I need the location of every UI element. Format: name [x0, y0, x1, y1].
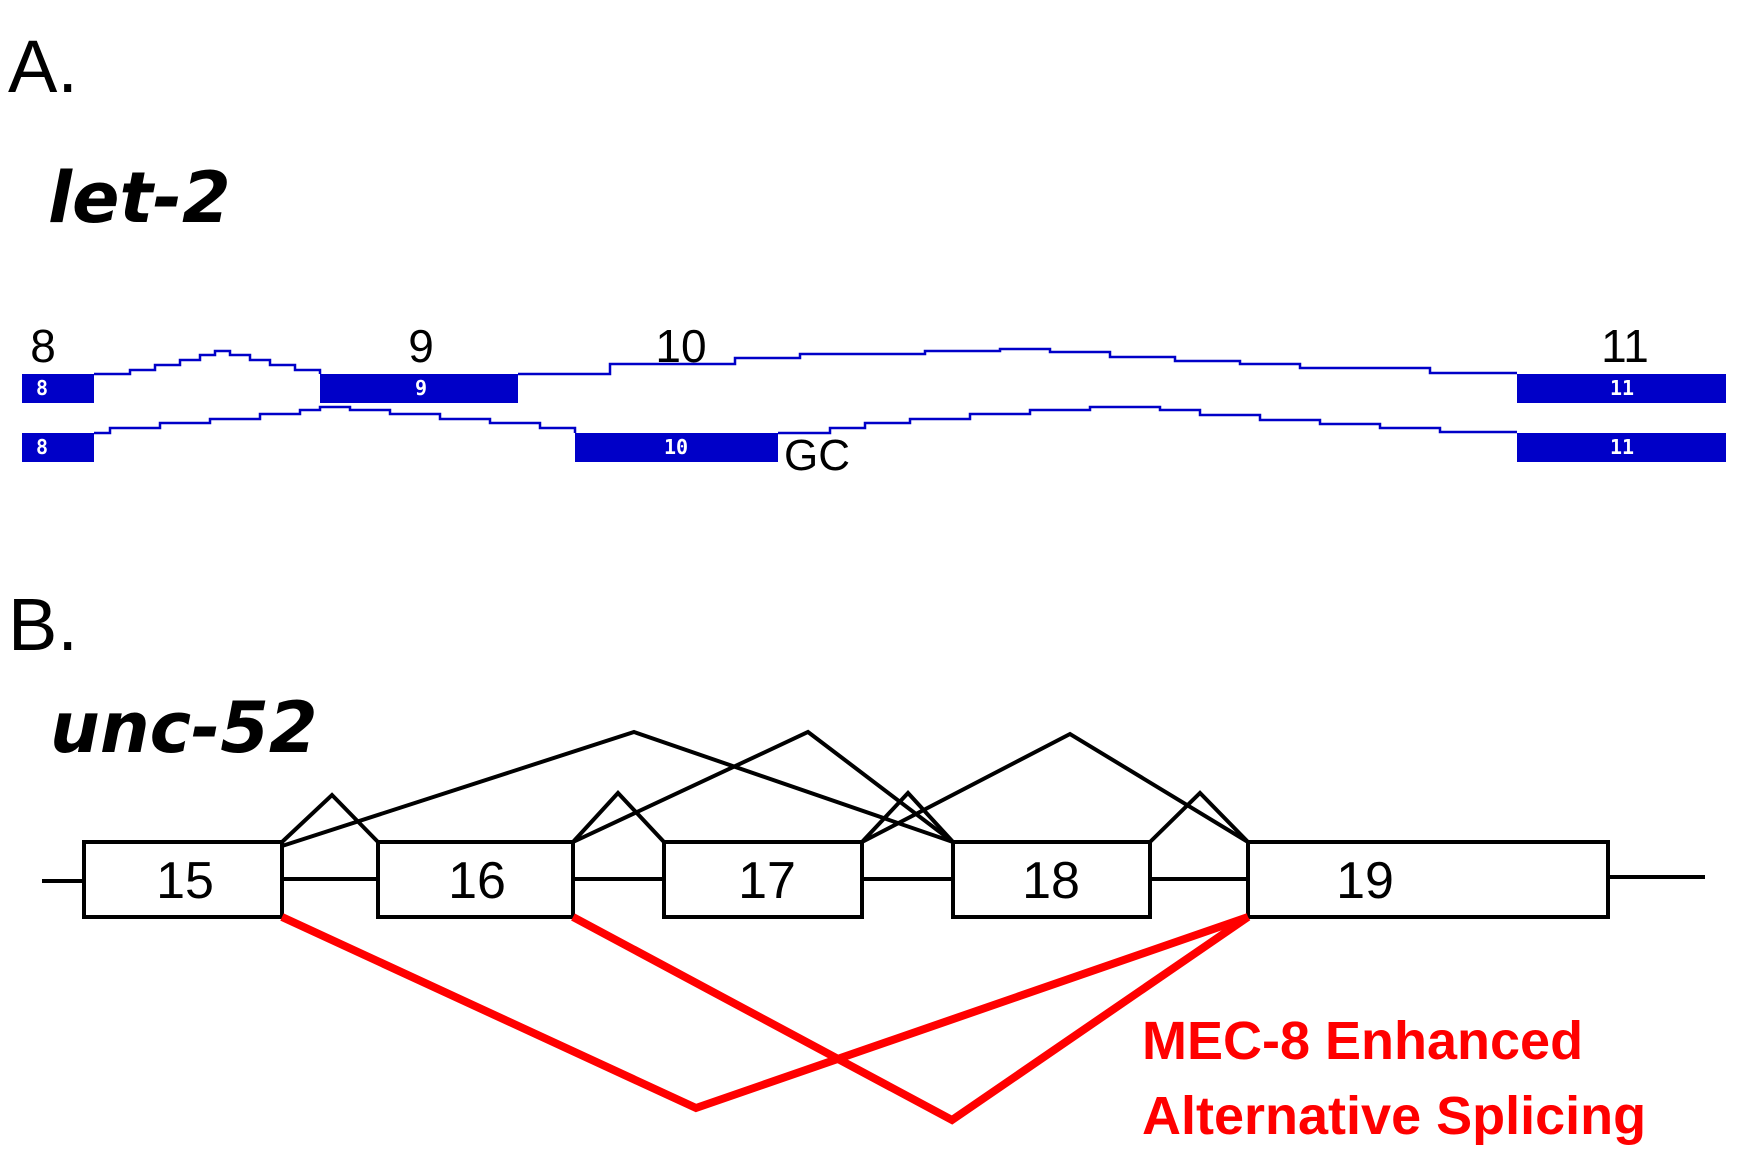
- annotation-line-2: Alternative Splicing: [1142, 1086, 1646, 1146]
- panel-b-label: B.: [8, 583, 78, 666]
- exon-15-label: 15: [156, 852, 214, 910]
- exon-9-iso1-label: 9: [415, 376, 427, 400]
- exon-box-18: 18: [951, 840, 1152, 919]
- isoform-2-track: 8 10 11 GC: [22, 405, 1726, 480]
- intron-8-10: [94, 405, 577, 435]
- exon-label-11: 11: [1601, 320, 1649, 372]
- intron-8-9: [94, 349, 322, 376]
- exon-box-15: 15: [82, 840, 284, 919]
- exon-8-iso1-label: 8: [36, 376, 48, 400]
- exon-9-iso1: [320, 374, 518, 403]
- exon-8-iso1: [22, 374, 94, 403]
- exon-11-iso2: [1517, 433, 1726, 462]
- intron-10-11: [778, 405, 1517, 435]
- exon-box-19: 19: [1246, 840, 1610, 919]
- exon-18-label: 18: [1022, 852, 1080, 910]
- exon-8-iso2-label: 8: [36, 435, 48, 459]
- panel-a-label: A.: [8, 25, 78, 108]
- panel-b: B. unc-52 15 16: [8, 583, 1705, 1146]
- exon-17-label: 17: [738, 852, 796, 910]
- isoform-1-track: 8 9 11: [22, 347, 1726, 403]
- panel-a: A. let-2 8 9 10 11 8 9 11 8 10 11 G: [8, 25, 1726, 480]
- exon-label-8: 8: [30, 320, 56, 372]
- exon-10-iso2: [575, 433, 778, 462]
- exon-11-iso2-label: 11: [1610, 435, 1634, 459]
- exon-10-iso2-label: 10: [664, 435, 688, 459]
- exon-19-label: 19: [1336, 852, 1394, 910]
- backbone-line: [42, 875, 1705, 883]
- gene-name-let-2: let-2: [48, 157, 231, 239]
- gc-splice-site-label: GC: [784, 431, 850, 480]
- exon-8-iso2: [22, 433, 94, 462]
- intron-9-11: [518, 347, 1517, 376]
- exon-11-iso1: [1517, 374, 1726, 403]
- exon-16-label: 16: [448, 852, 506, 910]
- gene-name-unc-52: unc-52: [50, 687, 318, 769]
- red-splice-16-19: [571, 913, 1251, 1125]
- exon-box-17: 17: [662, 840, 864, 919]
- red-splice-connections: [280, 913, 1251, 1125]
- exon-11-iso1-label: 11: [1610, 376, 1634, 400]
- red-splice-15-19: [280, 913, 1250, 1113]
- black-splice-connections: [280, 729, 1250, 848]
- exon-label-9: 9: [408, 320, 434, 372]
- annotation-line-1: MEC-8 Enhanced: [1142, 1011, 1583, 1071]
- exon-box-16: 16: [376, 840, 575, 919]
